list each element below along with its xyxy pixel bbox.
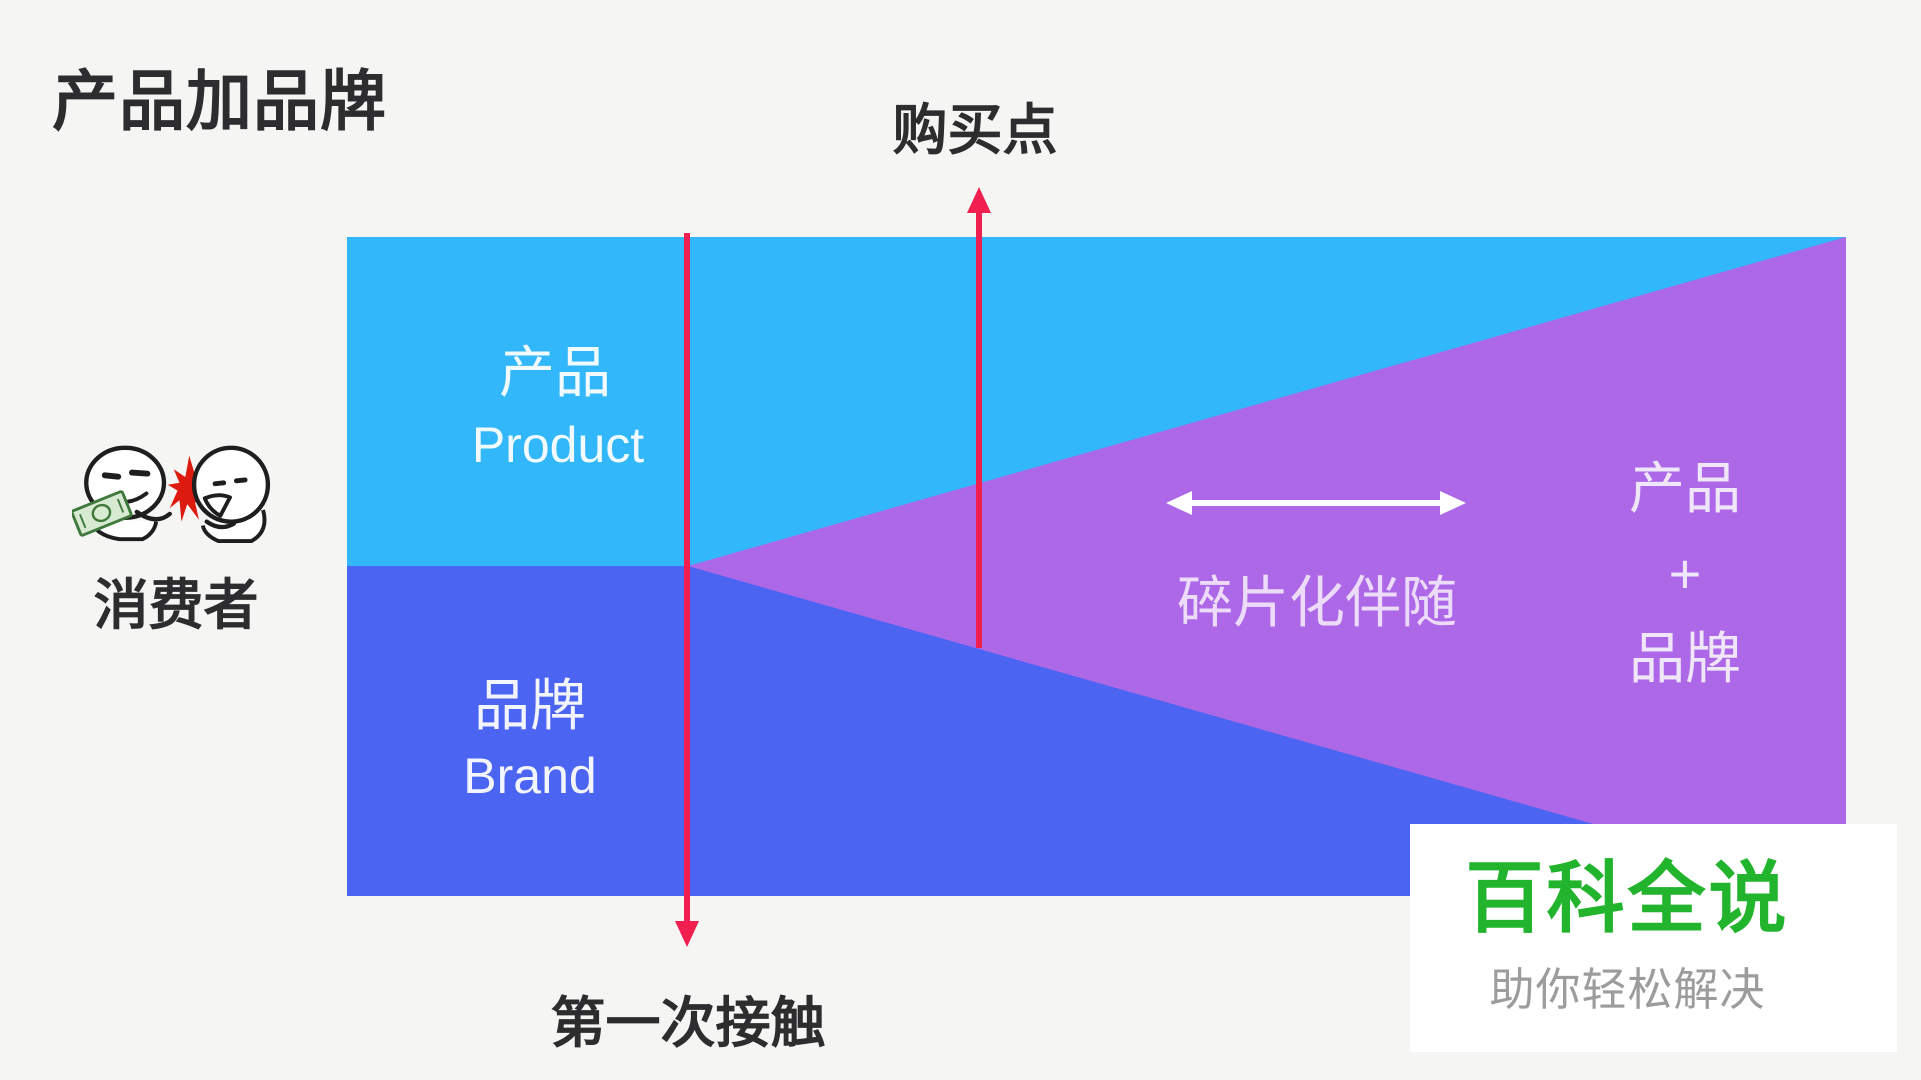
combined-region-line1: 产品 bbox=[1629, 457, 1741, 520]
fragmented-companion-label: 碎片化伴随 bbox=[1177, 571, 1457, 634]
combined-region-label: 产品 + 品牌 bbox=[1629, 446, 1741, 701]
plus-sign: + bbox=[1668, 542, 1702, 605]
brand-region-label-zh: 品牌 bbox=[474, 674, 586, 737]
product-region-label-zh: 产品 bbox=[499, 341, 611, 404]
watermark-tagline: 助你轻松解决 bbox=[1489, 964, 1766, 1016]
combined-region bbox=[688, 237, 1846, 896]
combined-region-line3: 品牌 bbox=[1629, 627, 1741, 690]
purchase-point-label: 购买点 bbox=[892, 99, 1058, 161]
product-region-label-en: Product bbox=[471, 417, 645, 473]
first-contact-label: 第一次接触 bbox=[550, 992, 826, 1054]
page-title: 产品加品牌 bbox=[52, 64, 387, 138]
consumer-meme-illustration bbox=[72, 445, 271, 544]
watermark-brand-name: 百科全说 bbox=[1465, 853, 1790, 942]
money-bill-icon bbox=[72, 490, 133, 537]
brand-region-label-en: Brand bbox=[463, 748, 597, 804]
baike-watermark: 百科全说 助你轻松解决 bbox=[1410, 824, 1897, 1052]
baike-watermark-inner: 百科全说 助你轻松解决 bbox=[1465, 853, 1790, 1019]
product-brand-diagram bbox=[347, 237, 1846, 896]
consumer-label: 消费者 bbox=[93, 574, 259, 636]
